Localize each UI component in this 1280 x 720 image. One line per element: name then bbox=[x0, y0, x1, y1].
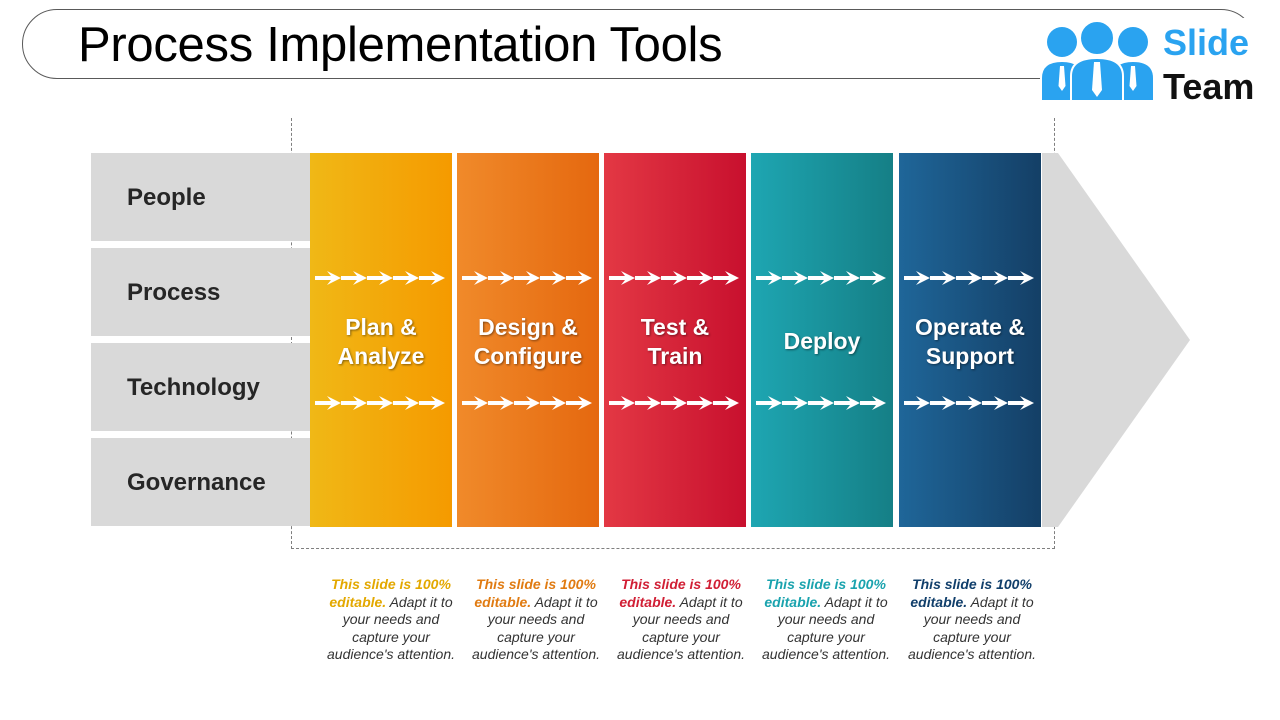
chevron-arrows-icon bbox=[904, 271, 1034, 285]
slideteam-logo: Slide Team bbox=[1040, 18, 1265, 107]
note-bold: This slide is 100% editable. bbox=[764, 576, 886, 610]
row-label-text: People bbox=[127, 184, 206, 211]
chevron-arrows-icon bbox=[315, 396, 445, 410]
logo-text-team: Team bbox=[1163, 66, 1255, 107]
row-label-text: Process bbox=[127, 279, 221, 306]
note-text: Adapt it to your needs and capture your … bbox=[908, 593, 1036, 663]
chevron-arrows-icon bbox=[756, 396, 886, 410]
phase-title-line: Configure bbox=[473, 343, 583, 369]
row-label-governance: Governance bbox=[91, 438, 310, 526]
team-people-icon bbox=[1042, 20, 1153, 102]
logo-text-slide: Slide bbox=[1163, 22, 1250, 63]
row-label-technology: Technology bbox=[91, 343, 310, 431]
phase-test-train: Test & Train bbox=[604, 153, 746, 527]
row-label-people: People bbox=[91, 153, 310, 241]
chevron-arrows-icon bbox=[756, 271, 886, 285]
phase-note-1: This slide is 100% editable. Adapt it to… bbox=[326, 576, 456, 664]
row-label-text: Governance bbox=[127, 469, 266, 496]
phase-title-line: Design & bbox=[478, 314, 578, 340]
phase-plan-analyze: Plan & Analyze bbox=[310, 153, 452, 527]
note-bold: This slide is 100% editable. bbox=[910, 576, 1032, 610]
note-bold: This slide is 100% editable. bbox=[329, 576, 451, 610]
note-bold: This slide is 100% editable. bbox=[474, 576, 596, 610]
phase-title-line: Support bbox=[925, 343, 1015, 369]
chevron-arrows-icon bbox=[609, 396, 739, 410]
page-title: Process Implementation Tools bbox=[78, 18, 723, 72]
phase-title-line: Analyze bbox=[337, 343, 425, 369]
phase-title: Design & Configure bbox=[457, 313, 599, 371]
chevron-arrows-icon bbox=[462, 396, 592, 410]
row-label-process: Process bbox=[91, 248, 310, 336]
phase-note-5: This slide is 100% editable. Adapt it to… bbox=[907, 576, 1037, 664]
phase-note-4: This slide is 100% editable. Adapt it to… bbox=[761, 576, 891, 664]
phase-title-line: Train bbox=[647, 343, 703, 369]
phase-design-configure: Design & Configure bbox=[457, 153, 599, 527]
chevron-arrows-icon bbox=[462, 271, 592, 285]
note-text: Adapt it to your needs and capture your … bbox=[472, 593, 600, 663]
phase-title-line: Plan & bbox=[345, 314, 417, 340]
note-text: Adapt it to your needs and capture your … bbox=[762, 593, 890, 663]
note-text: Adapt it to your needs and capture your … bbox=[617, 593, 745, 663]
phase-note-2: This slide is 100% editable. Adapt it to… bbox=[471, 576, 601, 664]
phase-title-line: Deploy bbox=[783, 328, 861, 354]
phase-note-3: This slide is 100% editable. Adapt it to… bbox=[616, 576, 746, 664]
note-bold: This slide is 100% editable. bbox=[619, 576, 741, 610]
phase-title-line: Operate & bbox=[915, 314, 1025, 340]
phase-title: Test & Train bbox=[604, 313, 746, 371]
phase-title: Operate & Support bbox=[899, 313, 1041, 371]
phase-title: Deploy bbox=[751, 327, 893, 356]
note-text: Adapt it to your needs and capture your … bbox=[327, 593, 455, 663]
phase-title: Plan & Analyze bbox=[310, 313, 452, 371]
chevron-arrows-icon bbox=[315, 271, 445, 285]
chevron-arrows-icon bbox=[609, 271, 739, 285]
phase-deploy: Deploy bbox=[751, 153, 893, 527]
row-label-text: Technology bbox=[127, 374, 260, 401]
phase-operate-support: Operate & Support bbox=[899, 153, 1041, 527]
chevron-arrows-icon bbox=[904, 396, 1034, 410]
phase-title-line: Test & bbox=[640, 314, 710, 340]
